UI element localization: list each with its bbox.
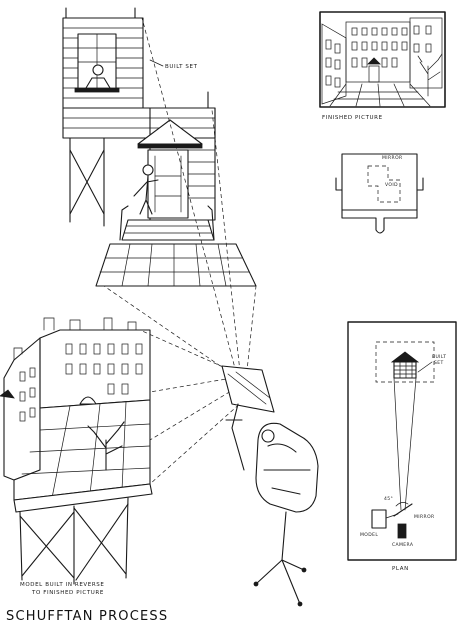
model-caption-line2: TO FINISHED PICTURE — [31, 590, 104, 596]
camera-on-tripod — [254, 423, 318, 606]
built-set-label: BUILT SET — [165, 64, 198, 70]
plan-label: PLAN — [392, 566, 409, 572]
finished-picture-frame — [320, 12, 445, 107]
plan-angle-label: 45° — [384, 496, 393, 502]
finished-picture-label: FINISHED PICTURE — [322, 115, 383, 121]
mirror-label: MIRROR — [382, 155, 403, 161]
diagram-title: SCHUFFTAN PROCESS — [6, 609, 168, 624]
plan-set-label: SET — [434, 360, 444, 366]
void-label: VOID — [385, 182, 398, 188]
plan-model-label: MODEL — [360, 532, 378, 538]
built-set-illustration — [63, 8, 256, 286]
model-illustration — [0, 318, 152, 584]
plan-camera-label: CAMERA — [392, 542, 414, 548]
plan-mirror-label: MIRROR — [414, 514, 435, 520]
mirror-void-diagram — [336, 154, 423, 233]
model-caption-line1: MODEL BUILT IN REVERSE — [20, 582, 104, 588]
plan-built-label: BUILT — [432, 354, 446, 360]
